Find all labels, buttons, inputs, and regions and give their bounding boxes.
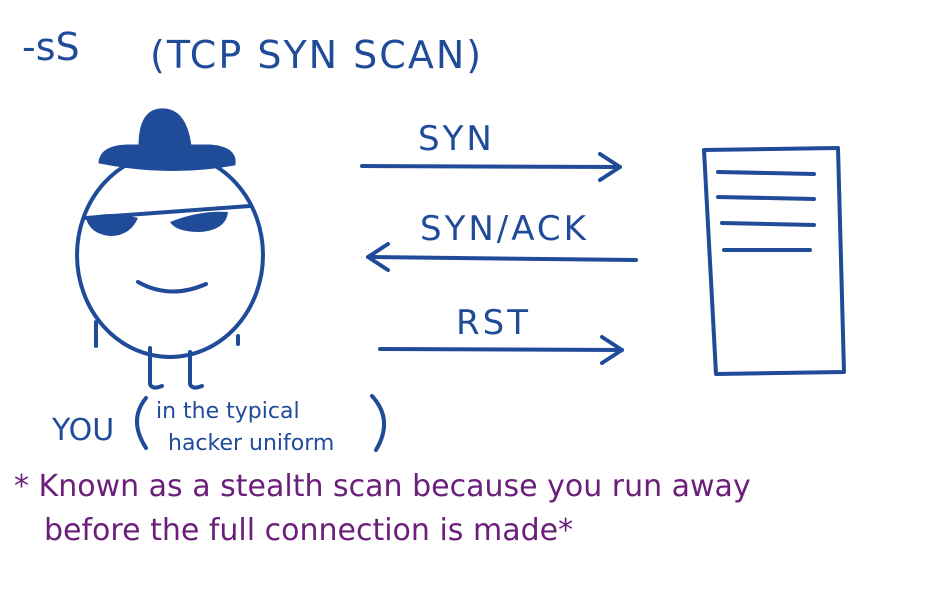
- hat-icon: [98, 108, 236, 171]
- server-line-1: [716, 170, 816, 176]
- person-label: YOU: [51, 413, 114, 448]
- arrow-label-rst: RST: [456, 303, 531, 343]
- title-flag: -sS: [22, 25, 80, 69]
- arrow-rst: RST: [378, 303, 624, 365]
- footnote-line1: * Known as a stealth scan because you ru…: [14, 469, 751, 504]
- title-name: (TCP SYN SCAN): [150, 33, 483, 77]
- sunglass-left-icon: [86, 214, 138, 236]
- sunglass-right-icon: [170, 211, 228, 232]
- paren-left: [135, 396, 148, 450]
- arrow-label-synack: SYN/ACK: [420, 209, 589, 249]
- arrow-label-syn: SYN: [418, 119, 495, 159]
- arrow-syn: SYN: [360, 119, 622, 182]
- server-outline: [702, 146, 846, 376]
- smile: [136, 280, 208, 294]
- arrowhead-left-icon: [366, 242, 390, 272]
- paren-right: [370, 394, 386, 452]
- arrowhead-right-icon: [600, 335, 624, 365]
- server-line-2: [716, 195, 816, 201]
- arrow-line-syn: [360, 164, 622, 169]
- arrow-line-synack: [366, 255, 638, 262]
- person-note-line2: hacker uniform: [168, 431, 334, 456]
- arrow-line-rst: [378, 347, 624, 352]
- leg-left: [148, 346, 164, 390]
- head-outline: [75, 151, 265, 359]
- glasses-bridge: [84, 204, 252, 220]
- server-line-3: [720, 221, 816, 227]
- arrowhead-right-icon: [598, 152, 622, 182]
- server-document-icon: [702, 146, 846, 376]
- person-note-line1: in the typical: [156, 399, 300, 424]
- hacker-figure-icon: [75, 108, 265, 390]
- footnote-line2: before the full connection is made*: [44, 513, 573, 548]
- arrow-synack: SYN/ACK: [366, 209, 638, 272]
- leg-right: [188, 350, 204, 390]
